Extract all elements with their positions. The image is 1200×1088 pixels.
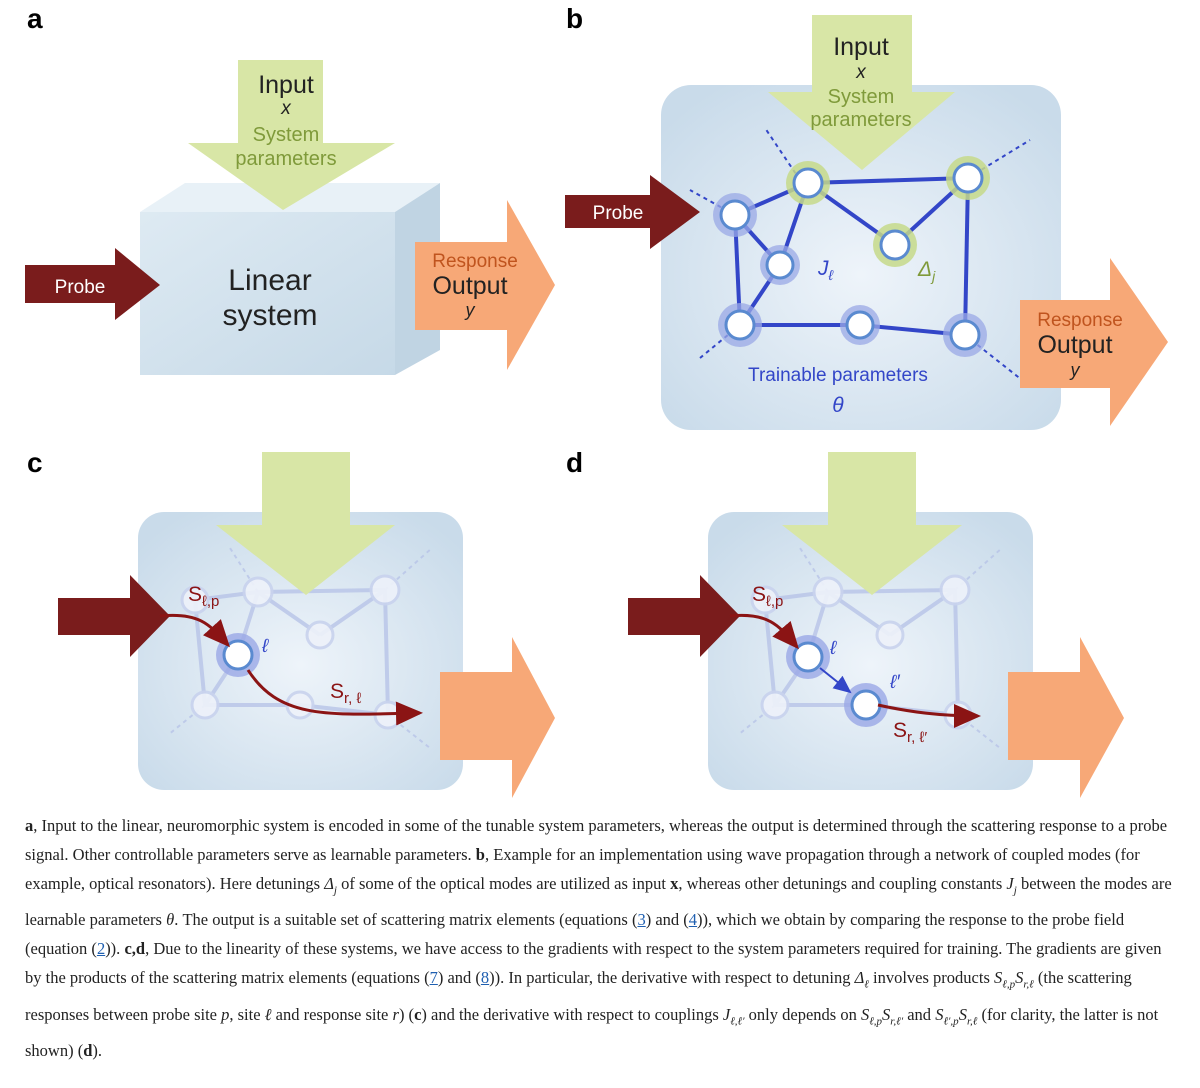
probe-label: Probe [593,203,644,224]
scatter-path-lp [159,613,231,648]
output-label: Output [1037,331,1112,359]
s-lp-label: Sℓ,p [752,583,783,610]
system-params-label: System [253,124,320,146]
input-arrow [188,60,395,210]
equation-8-link[interactable]: 8 [480,968,490,988]
output-var: y [464,300,476,320]
output-arrow [1020,258,1168,426]
site-l-prime-label: ℓ′ [889,672,901,693]
probe-arrow [565,175,700,249]
site-l-label: ℓ [261,636,269,657]
site-l-prime-node [850,689,882,721]
equation-4-link[interactable]: 4 [688,910,698,930]
input-arrow [768,15,955,170]
site-l-label: ℓ [829,638,837,659]
panel-a-letter: a [27,3,43,34]
input-arrow [216,452,395,595]
panel-b: b [565,3,1168,430]
panel-c: c [27,447,555,798]
system-params-label-2: parameters [235,148,336,170]
probe-arrow [25,248,160,320]
input-var: x [280,98,292,119]
panel-b-letter: b [566,3,583,34]
probe-label: Probe [55,277,106,298]
panel-c-letter: c [27,447,43,478]
input-label: Input [258,71,314,99]
detuning-label: Δj [917,258,936,284]
panel-a: a Input x System parameters Probe Linear… [25,3,555,375]
theta-label: θ [832,394,844,417]
equation-2-link[interactable]: 2 [96,939,106,959]
system-params-label-2: parameters [810,109,911,131]
output-var: y [1069,360,1081,380]
probe-arrow [58,575,170,657]
input-label: Input [833,33,889,61]
trainable-params-label: Trainable parameters [748,365,928,386]
output-arrow [415,200,555,370]
site-l-node [222,639,254,671]
equation-3-link[interactable]: 3 [637,910,646,930]
figure-caption: a, Input to the linear, neuromorphic sys… [25,816,1172,1060]
probe-arrow [628,575,740,657]
system-params-label: System [828,86,895,108]
coupling-label: Jℓ [817,257,834,283]
scatter-path-lp [729,613,799,650]
output-label: Output [432,272,507,300]
panel-d-letter: d [566,447,583,478]
linear-system-box [140,183,440,375]
equation-7-link[interactable]: 7 [429,968,438,988]
figure-diagram: a Input x System parameters Probe Linear… [25,3,1168,798]
s-rl-label: Sr, ℓ′ [893,719,927,746]
response-label: Response [432,251,518,272]
box-label-2: system [222,299,317,332]
input-arrow [782,452,962,595]
site-l-node [792,641,824,673]
s-rl-label: Sr, ℓ [330,680,362,707]
response-label: Response [1037,310,1123,331]
output-arrow [440,637,555,798]
input-var: x [855,62,867,83]
s-lp-label: Sℓ,p [188,583,219,610]
coupling-arrow [819,667,852,694]
scatter-path-rl [877,703,981,728]
network-nodes [713,156,990,357]
box-label-1: Linear [228,264,311,297]
output-arrow [1008,637,1124,798]
scatter-path-rl [246,669,423,726]
panel-d: d [566,447,1124,798]
